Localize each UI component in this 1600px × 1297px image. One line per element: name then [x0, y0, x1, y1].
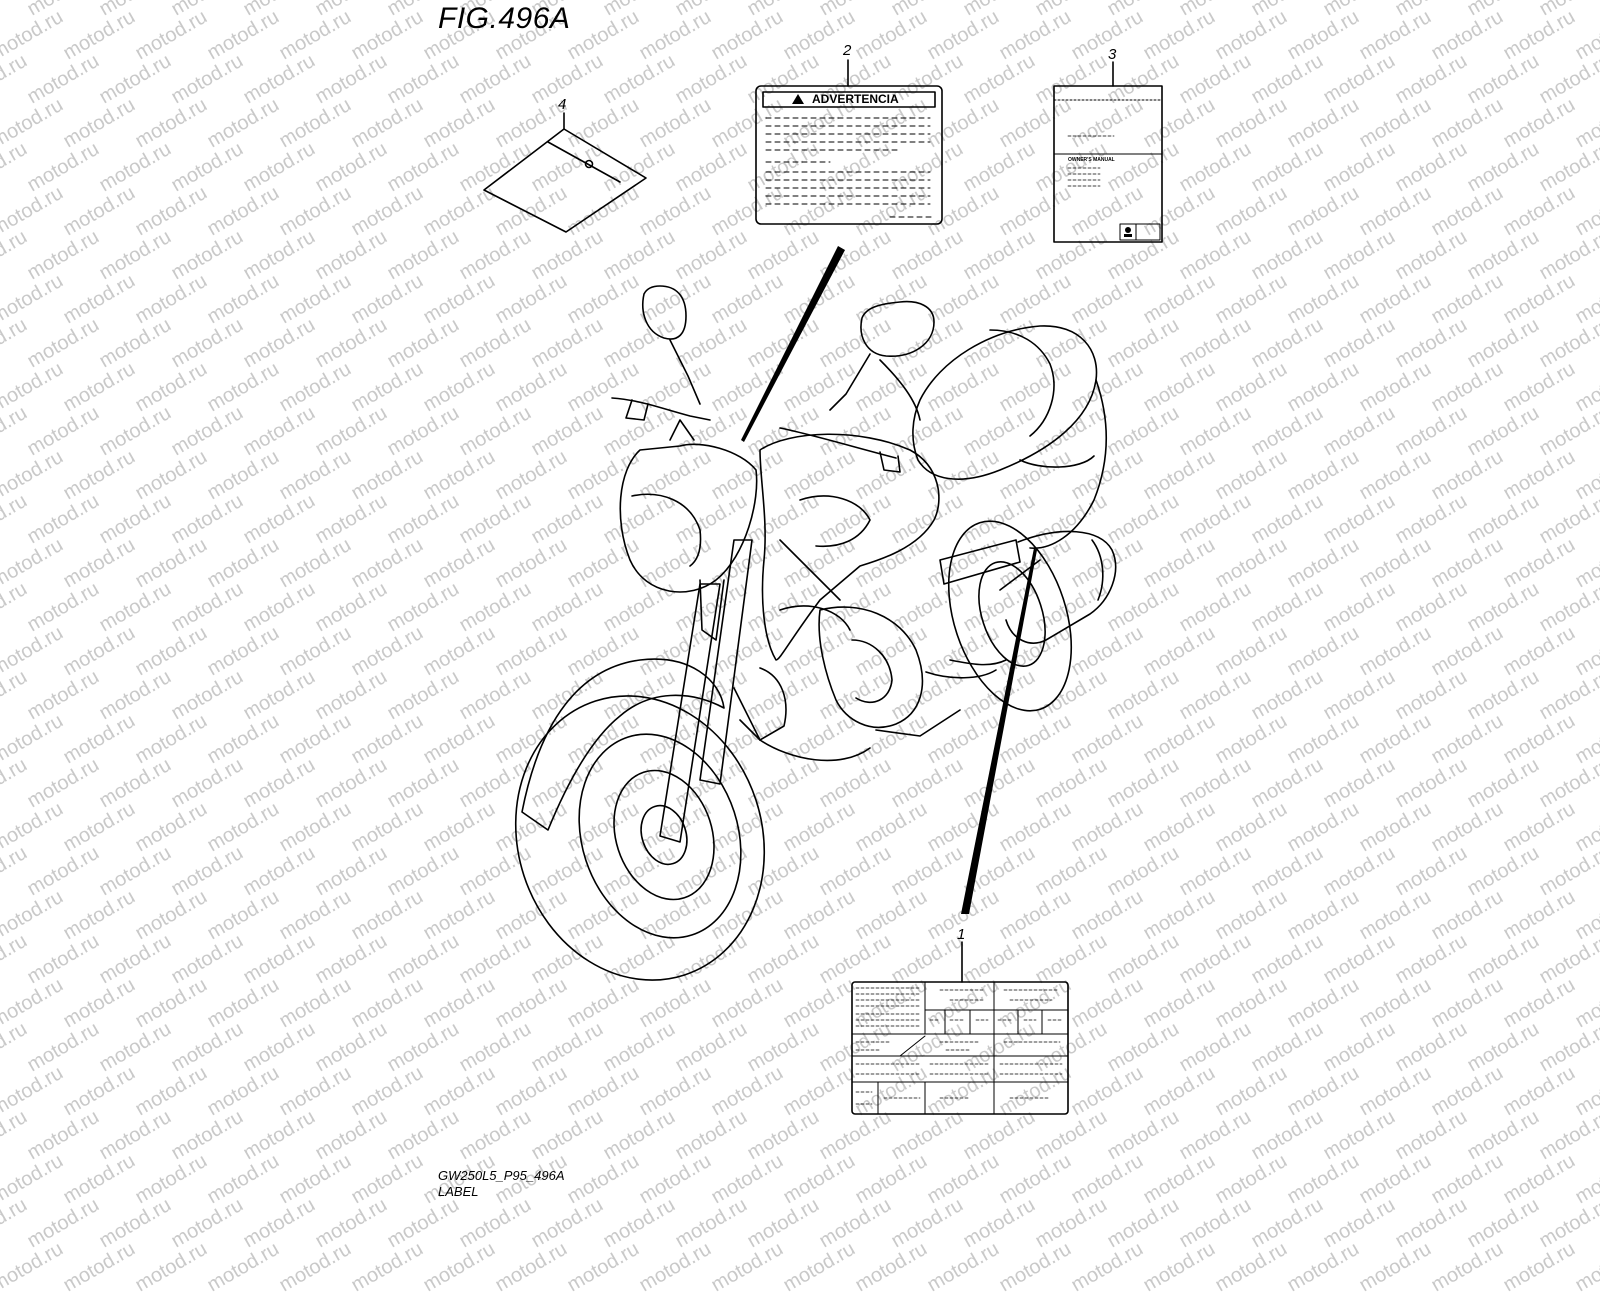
motorcycle-drawing [514, 285, 1117, 981]
watermark-text: motod.ru [1535, 1193, 1600, 1253]
watermark-text: motod.ru [527, 1193, 607, 1253]
watermark-text: motod.ru [959, 1193, 1039, 1253]
watermark-text: motod.ru [0, 1237, 67, 1297]
figure-caption: LABEL [438, 1184, 479, 1199]
watermark-text: motod.ru [815, 1193, 895, 1253]
watermark-text: motod.ru [599, 1193, 679, 1253]
watermark-text: motod.ru [563, 1237, 643, 1297]
envelope-part-4 [483, 112, 647, 233]
watermark-text: motod.ru [995, 1237, 1075, 1297]
callout-3: 3 [1108, 46, 1117, 63]
watermark-text: motod.ru [1139, 1237, 1219, 1297]
watermark-text: motod.ru [0, 1193, 31, 1253]
watermark-text: motod.ru [851, 1237, 931, 1297]
watermark-text: motod.ru [383, 1193, 463, 1253]
watermark-text: motod.ru [419, 1237, 499, 1297]
watermark-text: motod.ru [311, 1193, 391, 1253]
figure-title: FIG.496A [438, 2, 571, 35]
watermark-text: motod.ru [167, 1193, 247, 1253]
watermark-text: motod.ru [887, 1193, 967, 1253]
watermark-text: motod.ru [1175, 1193, 1255, 1253]
watermark-text: motod.ru [779, 1237, 859, 1297]
watermark-text: motod.ru [1211, 1237, 1291, 1297]
watermark-text: motod.ru [743, 1193, 823, 1253]
figure-code: GW250L5_P95_496A [438, 1168, 565, 1183]
leader-line-2 [741, 246, 845, 442]
watermark-text: motod.ru [491, 1237, 571, 1297]
watermark-text: motod.ru [1283, 1237, 1363, 1297]
info-label-part-1 [851, 941, 1069, 1115]
watermark-text: motod.ru [671, 1193, 751, 1253]
warning-label-heading: ADVERTENCIA [812, 92, 899, 106]
watermark-text: motod.ru [347, 1237, 427, 1297]
watermark-text: motod.ru [203, 1237, 283, 1297]
manual-heading: OWNER'S MANUAL [1068, 157, 1115, 163]
watermark-text: motod.ru [923, 1237, 1003, 1297]
watermark-text: motod.ru [23, 1193, 103, 1253]
watermark-text: motod.ru [1571, 1237, 1600, 1297]
watermark-text: motod.ru [1067, 1237, 1147, 1297]
callout-1: 1 [957, 926, 966, 943]
callout-2: 2 [843, 42, 852, 59]
leader-line-1 [961, 548, 1037, 914]
watermark-text: motod.ru [239, 1193, 319, 1253]
watermark-text: motod.ru [1247, 1193, 1327, 1253]
watermark-text: motod.ru [275, 1237, 355, 1297]
watermark-text: motod.ru [59, 1237, 139, 1297]
watermark-text: motod.ru [1427, 1237, 1507, 1297]
watermark-text: motod.ru [1391, 1193, 1471, 1253]
watermark-text: motod.ru [707, 1237, 787, 1297]
warning-label-part-2 [755, 59, 943, 225]
watermark-text: motod.ru [1319, 1193, 1399, 1253]
watermark-text: motod.ru [455, 1193, 535, 1253]
callout-4: 4 [558, 96, 567, 113]
parts-diagram [483, 59, 1163, 1115]
watermark-text: motod.ru [1355, 1237, 1435, 1297]
watermark-text: motod.ru [131, 1237, 211, 1297]
watermark-text: motod.ru [1463, 1193, 1543, 1253]
watermark-text: motod.ru [1031, 1193, 1111, 1253]
watermark-text: motod.ru [1499, 1237, 1579, 1297]
watermark-text: motod.ru [95, 1193, 175, 1253]
watermark-text: motod.ru [635, 1237, 715, 1297]
watermark-text: motod.ru [1103, 1193, 1183, 1253]
owners-manual-part-3 [1053, 61, 1163, 243]
